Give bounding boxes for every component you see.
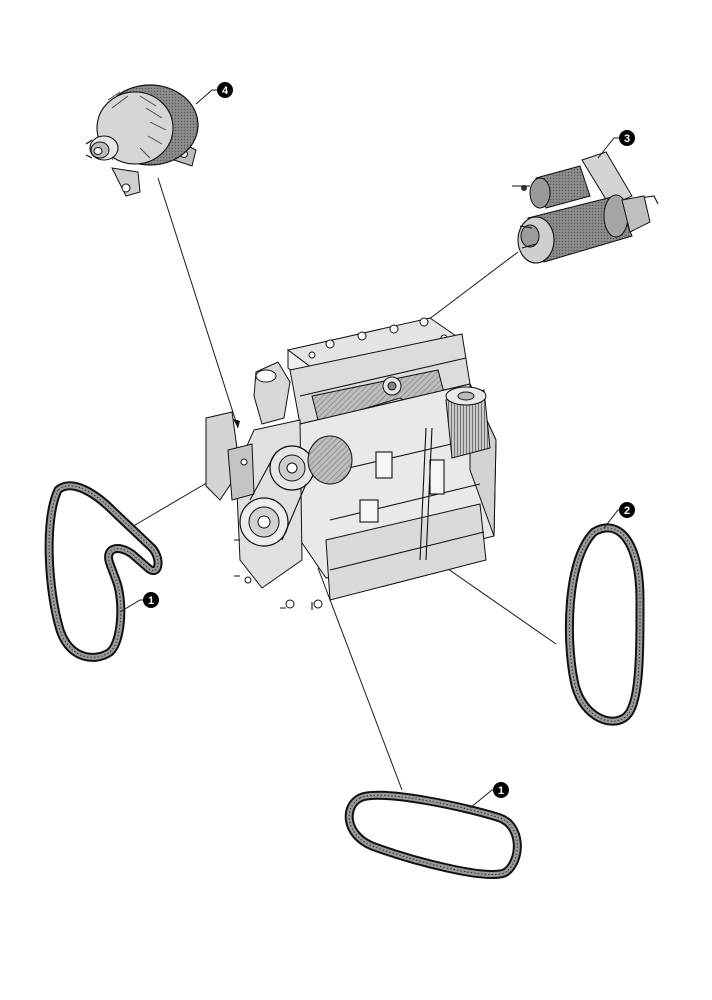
leader-belt-bottom — [317, 567, 403, 791]
engine-block-illustration — [205, 317, 497, 610]
belt-bottom — [344, 790, 522, 880]
callout-belt-bottom: 1 — [469, 782, 509, 809]
leader-alternator — [157, 177, 239, 429]
leader-starter — [419, 251, 519, 327]
callout-starter: 3 — [597, 130, 635, 159]
callout-alternator: 4 — [195, 82, 233, 105]
belt-right — [564, 523, 645, 726]
callout-label-2: 2 — [624, 505, 630, 517]
callout-label-1-bottom: 1 — [498, 785, 504, 797]
callout-belt-right: 2 — [603, 502, 635, 529]
callout-label-1-left: 1 — [148, 595, 154, 607]
alternator-illustration — [85, 84, 199, 197]
callout-label-3: 3 — [624, 133, 630, 145]
belt-left — [44, 481, 163, 662]
callout-label-4: 4 — [222, 85, 229, 97]
arrow-alternator — [233, 419, 240, 428]
callout-belt-left: 1 — [119, 592, 159, 613]
starter-motor-illustration — [512, 151, 659, 264]
